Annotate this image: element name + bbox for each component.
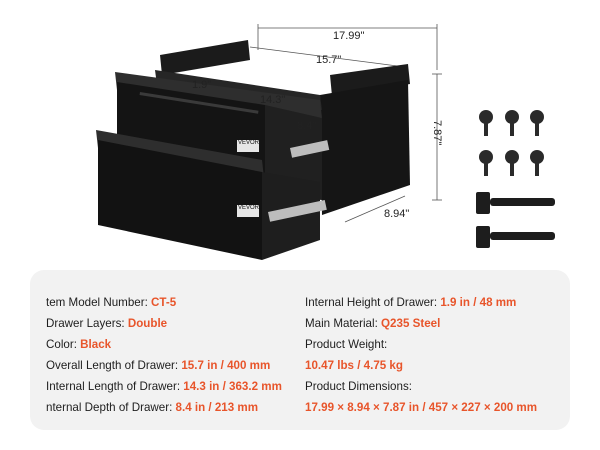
spec-row: Product Weight: — [305, 338, 388, 351]
spec-row: Internal Height of Drawer: 1.9 in / 48 m… — [305, 296, 517, 309]
spec-row: tem Model Number: CT-5 — [46, 296, 177, 309]
dim-depth: 8.94" — [384, 208, 410, 220]
product-figure: 17.99" 15.7" 7.87" 8.94" 1.9" 14.3" 8.4"… — [96, 24, 555, 260]
dim-drawer-length: 14.3" — [260, 94, 286, 106]
spec-panel: tem Model Number: CT-5 Drawer Layers: Do… — [30, 270, 570, 430]
spec-row: Main Material: Q235 Steel — [305, 317, 441, 330]
brand-label-bottom: VEVOR — [238, 205, 260, 211]
spec-row: Color: Black — [46, 338, 112, 351]
brand-label-top: VEVOR — [238, 140, 260, 146]
dim-drawer-depth: 8.4" — [297, 120, 317, 132]
cable-ties — [476, 192, 555, 248]
spec-row: Product Dimensions: — [305, 380, 412, 393]
dim-overall-width: 17.99" — [333, 30, 365, 42]
spec-row: 10.47 lbs / 4.75 kg — [305, 359, 403, 372]
spec-row: Drawer Layers: Double — [46, 317, 168, 330]
dim-drawer-height: 1.9" — [192, 79, 212, 91]
spec-column-left: tem Model Number: CT-5 Drawer Layers: Do… — [46, 292, 282, 418]
dim-height: 7.87" — [431, 120, 443, 146]
spec-row: nternal Depth of Drawer: 8.4 in / 213 mm — [46, 401, 259, 414]
spec-row: 17.99 × 8.94 × 7.87 in / 457 × 227 × 200… — [305, 401, 538, 414]
drawer-illustration — [96, 24, 555, 260]
spec-row: Internal Length of Drawer: 14.3 in / 363… — [46, 380, 282, 393]
screws — [479, 110, 544, 176]
spec-column-right: Internal Height of Drawer: 1.9 in / 48 m… — [305, 292, 537, 418]
spec-row: Overall Length of Drawer: 15.7 in / 400 … — [46, 359, 271, 372]
dim-inner-width: 15.7" — [316, 54, 342, 66]
